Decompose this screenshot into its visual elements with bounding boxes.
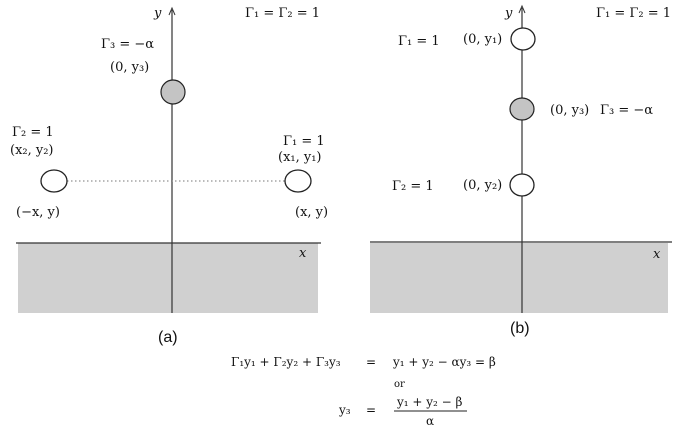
left-pos-a: (−x, y) [16,205,60,220]
vortex-bottom-b [509,173,535,197]
x-axis-label-b: x [653,247,661,262]
eq1-lhs: Γ₁y₁ + Γ₂y₂ + Γ₃y₃ [231,355,341,369]
mid-coord-b: (0, y₃) [550,103,589,118]
eq2-lhs: y₃ [338,403,351,417]
caption-a: (a) [158,329,178,346]
header-b: Γ₁ = Γ₂ = 1 [596,6,671,21]
y-axis-arrow-a [168,6,176,16]
eq2-equals: = [366,403,376,417]
left-gamma-a: Γ₂ = 1 [12,125,54,140]
caption-b: (b) [510,320,530,337]
eq2-numerator: y₁ + y₂ − β [396,395,463,409]
top-gamma-b: Γ₁ = 1 [398,34,440,49]
header-a: Γ₁ = Γ₂ = 1 [245,6,320,21]
vortex-gamma3-a [160,79,186,105]
right-coord-a: (x₁, y₁) [278,150,322,165]
gamma3-label-a: Γ₃ = −α [101,37,154,52]
left-coord-a: (x₂, y₂) [10,143,54,158]
gamma3-coord-a: (0, y₃) [110,60,149,75]
vortex-left-a [40,169,68,193]
equations: Γ₁y₁ + Γ₂y₂ + Γ₃y₃ = y₁ + y₂ − αy₃ = β o… [231,355,496,428]
eq1-equals: = [366,355,376,369]
bottom-coord-b: (0, y₂) [463,178,502,193]
mid-gamma-b: Γ₃ = −α [600,103,653,118]
eq2-denominator: α [426,414,434,428]
y-axis-label-a: y [153,6,162,21]
x-axis-label-a: x [299,246,307,261]
eq-or: or [394,379,405,390]
vortex-top-b [510,27,536,51]
eq1-rhs: y₁ + y₂ − αy₃ = β [392,355,496,369]
ground-region-b [370,243,668,313]
panel-a: y x Γ₁ = Γ₂ = 1 Γ₃ = −α (0, y₃) Γ₂ = 1 (… [10,6,328,346]
bottom-gamma-b: Γ₂ = 1 [392,179,434,194]
y-axis-label-b: y [504,6,513,21]
right-pos-a: (x, y) [295,205,328,220]
y-axis-arrow-b [518,4,526,14]
vortex-right-a [284,169,312,193]
top-coord-b: (0, y₁) [463,32,502,47]
ground-region-a [18,243,318,313]
vortex-gamma3-b [509,97,535,121]
panel-b: y x Γ₁ = Γ₂ = 1 Γ₁ = 1 (0, y₁) (0, y₃) Γ… [370,4,672,337]
right-gamma-a: Γ₁ = 1 [283,134,325,149]
